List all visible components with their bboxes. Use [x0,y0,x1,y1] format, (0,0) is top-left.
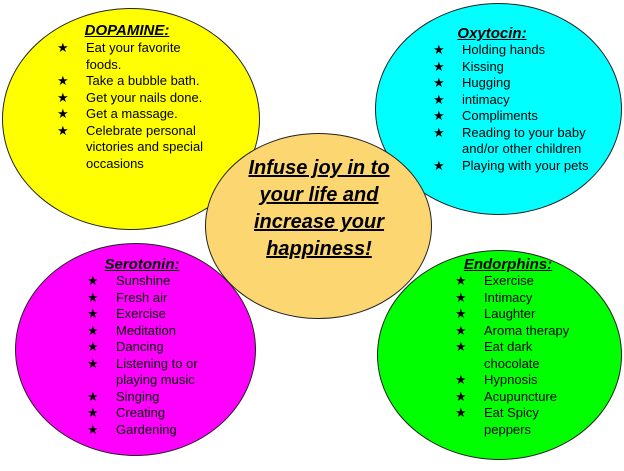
endorphins-item-text: Eat dark chocolate [484,339,540,371]
endorphins-item: ★ Intimacy [455,290,575,307]
dopamine-item-text: Take a bubble bath. [86,73,200,88]
star-icon: ★ [433,124,445,140]
serotonin-item-text: Exercise [116,306,166,321]
endorphins-item: ★ Acupuncture [455,389,575,406]
oxytocin-item-text: Reading to your baby and/or other childr… [462,124,586,157]
serotonin-item-text: Creating [116,405,166,420]
endorphins-item: ★ Laughter [455,306,575,323]
dopamine-item: ★ Celebrate personal victories and specia… [57,123,217,173]
dopamine-item: ★ Take a bubble bath. [57,73,217,90]
serotonin-item: ★ Creating [87,405,212,422]
serotonin-bubble [15,243,256,456]
oxytocin-item-text: Hugging [462,75,511,90]
dopamine-item: ★ Get your nails done. [57,90,217,107]
oxytocin-item: ★ Kissing [433,59,593,76]
oxytocin-list: ★Holding hands★Kissing★Hugging★intimacy★… [433,42,593,174]
endorphins-item-text: Eat Spicy peppers [484,405,539,437]
star-icon: ★ [87,405,99,420]
star-icon: ★ [433,75,445,90]
serotonin-item-text: Meditation [116,322,176,338]
endorphins-bubble [377,250,622,460]
star-icon: ★ [433,157,445,173]
serotonin-item-text: Sunshine [116,273,171,288]
star-icon: ★ [57,40,69,55]
star-icon: ★ [87,339,99,354]
endorphins-item-text: Hypnosis [484,372,538,387]
serotonin-list: ★Sunshine★Fresh air★Exercise★Meditation★… [87,273,212,438]
serotonin-item: ★ Sunshine [87,273,212,290]
dopamine-item-text: Get your nails done. [86,89,203,105]
oxytocin-item-text: Compliments [462,108,538,123]
oxytocin-item: ★ Reading to your baby and/or other child… [433,125,593,158]
star-icon: ★ [87,322,99,338]
serotonin-item-text: Dancing [116,339,164,354]
oxytocin-item: ★ Playing with your pets [433,158,593,175]
star-icon: ★ [87,388,99,404]
endorphins-item: ★ Eat Spicy peppers [455,405,575,438]
oxytocin-item-text: Playing with your pets [462,157,589,173]
star-icon: ★ [433,91,445,107]
oxytocin-item: ★ Compliments [433,108,593,125]
star-icon: ★ [455,322,467,338]
endorphins-item: ★ Hypnosis [455,372,575,389]
oxytocin-item: ★ Holding hands [433,42,593,59]
star-icon: ★ [455,273,467,288]
star-icon: ★ [57,106,69,121]
star-icon: ★ [433,58,445,74]
serotonin-item: ★ Dancing [87,339,212,356]
star-icon: ★ [57,73,69,88]
dopamine-item-text: Get a massage. [86,106,178,121]
serotonin-item: ★ Exercise [87,306,212,323]
endorphins-item-text: Acupuncture [484,388,557,404]
dopamine-item: ★ Get a massage. [57,106,217,123]
endorphins-title: Endorphins: [463,256,553,273]
star-icon: ★ [455,339,467,354]
serotonin-item: ★ Meditation [87,323,212,340]
star-icon: ★ [433,42,445,57]
dopamine-list: ★ Eat your favorite foods. ★ Take a bubble … [57,40,217,172]
star-icon: ★ [57,122,69,138]
serotonin-item-text: Singing [116,388,160,404]
star-icon: ★ [87,306,99,321]
endorphins-item: ★ Aroma therapy [455,323,575,340]
star-icon: ★ [57,89,69,105]
serotonin-item-text: Listening to or playing music [116,355,198,388]
serotonin-item-text: Fresh air [116,289,168,305]
star-icon: ★ [433,108,445,123]
serotonin-item-text: Gardening [116,421,177,437]
dopamine-item-text: Celebrate personal victories and special… [86,122,204,171]
endorphins-item-text: Laughter [484,306,536,321]
star-icon: ★ [455,388,467,404]
star-icon: ★ [87,355,99,371]
oxytocin-item-text: Holding hands [462,42,546,57]
dopamine-item: ★ Eat your favorite foods. [57,40,217,73]
star-icon: ★ [455,289,467,305]
serotonin-title: Serotonin: [104,256,180,273]
center-message: Infuse joy in to your life and increase … [248,157,390,260]
oxytocin-item-text: intimacy [462,91,510,107]
star-icon: ★ [87,273,99,288]
oxytocin-item: ★ Hugging [433,75,593,92]
star-icon: ★ [87,421,99,437]
serotonin-item: ★ Listening to or playing music [87,356,212,389]
endorphins-list: ★ Exercise ★ Intimacy ★ Laughter ★ Aroma therap… [455,273,575,438]
endorphins-item-text: Intimacy [484,289,533,305]
star-icon: ★ [87,289,99,305]
serotonin-item: ★ Singing [87,389,212,406]
oxytocin-item: ★ intimacy [433,92,593,109]
oxytocin-item-text: Kissing [462,58,504,74]
dopamine-item-text: Eat your favorite foods. [86,40,181,72]
endorphins-item-text: Aroma therapy [484,322,570,338]
serotonin-item: ★ Fresh air [87,290,212,307]
oxytocin-title: Oxytocin: [457,25,527,42]
star-icon: ★ [455,372,467,387]
dopamine-title: DOPAMINE: [84,22,170,39]
serotonin-item: ★ Gardening [87,422,212,439]
star-icon: ★ [455,306,467,321]
endorphins-item: ★ Exercise [455,273,575,290]
endorphins-item-text: Exercise [484,273,534,288]
star-icon: ★ [455,405,467,420]
endorphins-item: ★ Eat dark chocolate [455,339,575,372]
center-bubble [205,133,432,319]
